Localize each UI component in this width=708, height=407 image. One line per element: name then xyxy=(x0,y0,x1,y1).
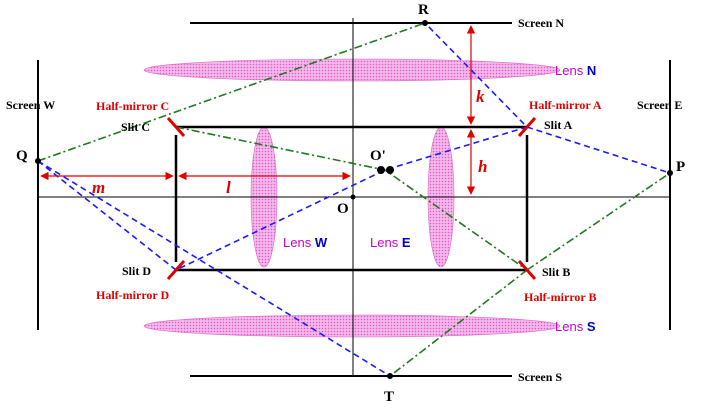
dim-h-label: h xyxy=(478,157,487,176)
lens-n-label: Lens N xyxy=(555,63,596,78)
half-mirror-d-label: Half-mirror D xyxy=(96,288,170,302)
green-ray-b-p xyxy=(526,172,671,271)
lens-n-prefix: Lens xyxy=(555,63,587,78)
point-q-label: Q xyxy=(16,148,28,164)
slit-a-label: Slit A xyxy=(544,118,573,132)
lens-s xyxy=(143,314,561,338)
half-mirror-d xyxy=(166,260,186,280)
blue-ray-q-t xyxy=(37,160,391,377)
lens-s-label: Lens S xyxy=(555,319,596,334)
lens-s-prefix: Lens xyxy=(555,319,587,334)
lens-n xyxy=(143,58,561,82)
point-o-prime-label: O' xyxy=(370,148,386,164)
green-ray-q-r xyxy=(37,22,426,162)
point-o-dot xyxy=(350,194,356,200)
half-mirror-a xyxy=(517,117,537,137)
point-q-dot xyxy=(35,158,41,164)
blue-ray-a-p xyxy=(526,126,671,174)
slit-c-label: Slit C xyxy=(121,120,150,134)
point-r-dot xyxy=(422,20,428,26)
screen-n-label: Screen N xyxy=(518,16,564,30)
dim-m-label: m xyxy=(92,178,105,197)
point-t-label: T xyxy=(384,389,394,405)
screen-w-label: Screen W xyxy=(6,98,55,112)
point-o-label: O xyxy=(337,201,349,217)
lens-e-letter: E xyxy=(402,235,411,250)
lens-e-prefix: Lens xyxy=(370,235,402,250)
lens-w-label: Lens W xyxy=(283,235,328,250)
half-mirror-c xyxy=(166,117,186,137)
slit-b-label: Slit B xyxy=(542,265,570,279)
point-t-dot xyxy=(387,373,393,379)
point-p-label: P xyxy=(676,159,685,175)
lens-s-letter: S xyxy=(587,319,596,334)
lens-n-letter: N xyxy=(587,63,596,78)
screen-e-label: Screen E xyxy=(637,98,682,112)
point-o-prime-dot-2 xyxy=(386,166,394,174)
green-ray-b-t xyxy=(389,269,528,377)
lens-w-letter: W xyxy=(315,235,328,250)
half-mirror-b xyxy=(517,260,537,280)
point-o-prime-dot-1 xyxy=(377,166,385,174)
screen-s-label: Screen S xyxy=(518,370,562,384)
blue-ray-paths xyxy=(37,22,671,377)
slit-d-label: Slit D xyxy=(122,264,151,278)
half-mirror-a-label: Half-mirror A xyxy=(529,98,602,112)
half-mirror-b-label: Half-mirror B xyxy=(524,290,597,304)
lens-e-label: Lens E xyxy=(370,235,411,250)
half-mirror-c-label: Half-mirror C xyxy=(96,99,169,113)
blue-ray-q-d-a xyxy=(37,22,529,271)
point-r-label: R xyxy=(418,2,429,18)
dim-k-label: k xyxy=(476,87,485,106)
lens-w-prefix: Lens xyxy=(283,235,315,250)
point-p-dot xyxy=(667,170,673,176)
dim-l-label: l xyxy=(226,178,231,197)
